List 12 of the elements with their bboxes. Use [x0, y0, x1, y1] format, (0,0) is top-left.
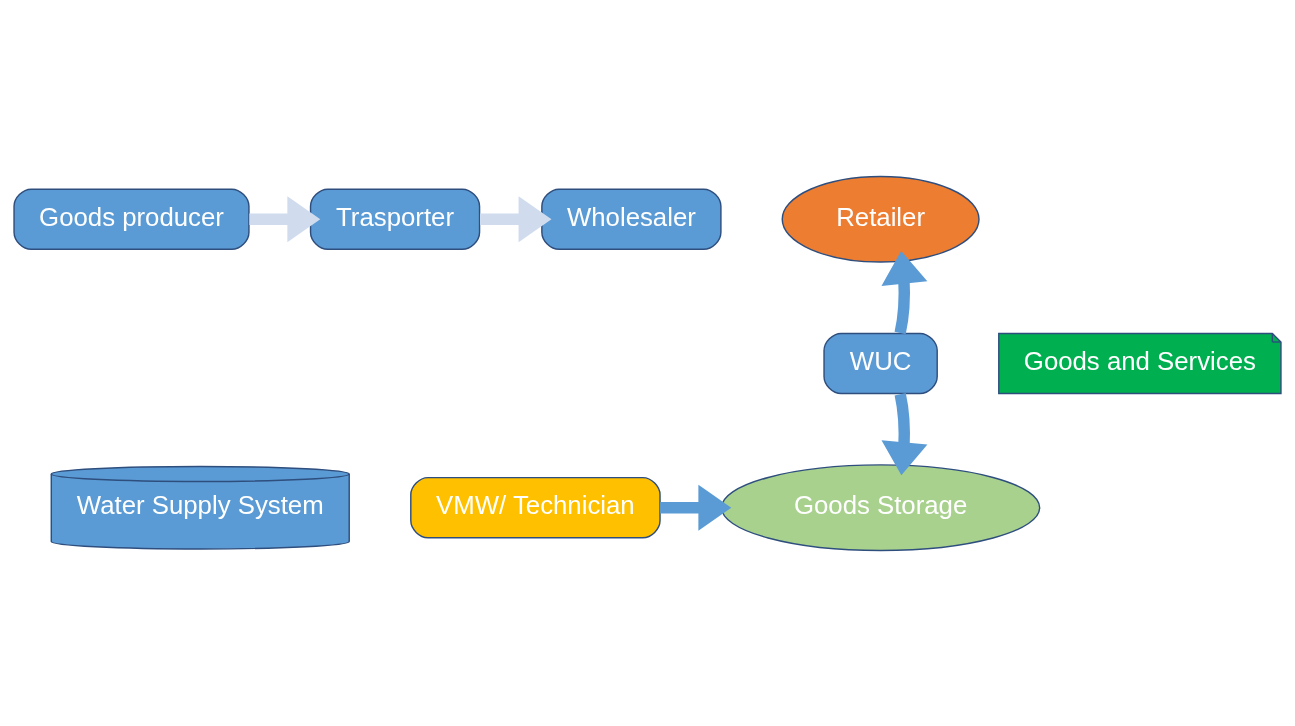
arrow — [249, 195, 321, 242]
arrow — [881, 250, 928, 334]
node-ellipse: Goods Storage — [720, 463, 1041, 551]
node-box: Trasporter — [309, 187, 481, 250]
node-box: Goods producer — [13, 187, 250, 250]
arrow — [660, 484, 732, 531]
node-box: WUC — [823, 332, 938, 394]
node-box: Wholesaler — [541, 187, 722, 250]
arrow — [480, 195, 552, 242]
arrow — [881, 392, 928, 475]
node-ellipse: Retailer — [781, 175, 980, 263]
node-box: VMW/ Technician — [410, 476, 661, 539]
